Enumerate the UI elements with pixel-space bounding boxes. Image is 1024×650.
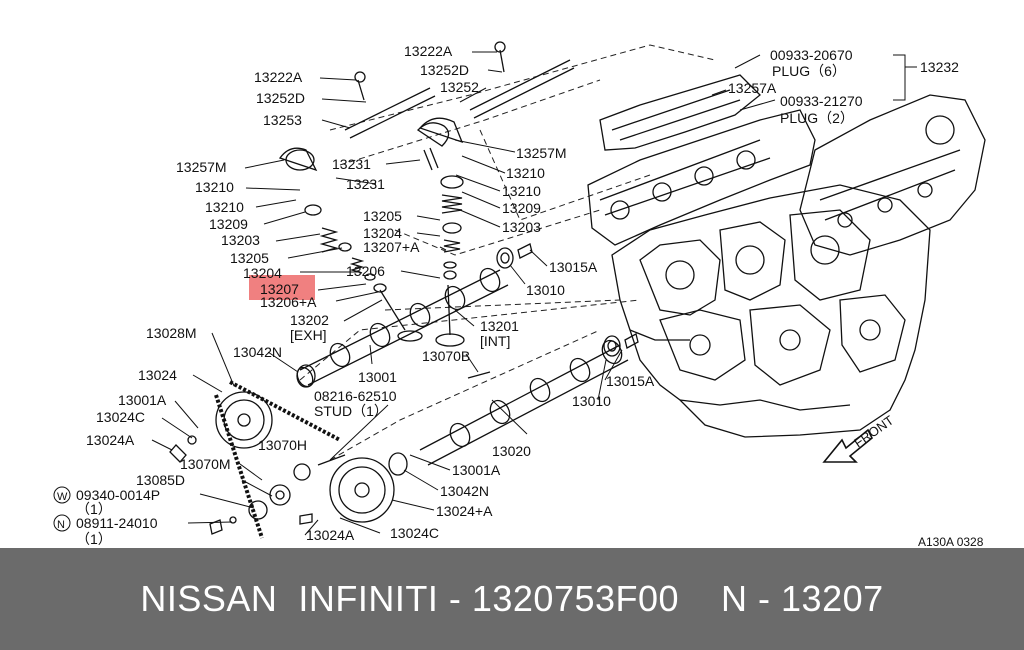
- callout-13257A: 13257A: [728, 80, 777, 96]
- part-number-banner: NISSAN INFINITI - 1320753F00 N - 13207: [0, 548, 1024, 650]
- leader-lines: [151, 51, 917, 536]
- callout-13210-r1: 13210: [506, 165, 545, 181]
- callout-nut-number: 08911-24010: [76, 515, 158, 531]
- callout-13204-r: 13204: [363, 225, 402, 241]
- callout-13070M: 13070M: [180, 456, 231, 472]
- callout-13222A-upper: 13222A: [404, 43, 453, 59]
- callout-13070H: 13070H: [258, 437, 307, 453]
- callout-13024C-lower: 13024C: [390, 525, 439, 541]
- callout-13020: 13020: [492, 443, 531, 459]
- callout-13222A-left: 13222A: [254, 69, 303, 85]
- assembly-guides: [299, 44, 716, 461]
- callout-13070B: 13070B: [422, 348, 470, 364]
- callout-nut-qty: （1）: [76, 531, 112, 547]
- engine-block: [611, 184, 931, 438]
- callout-stud-label: STUD（1）: [314, 403, 388, 419]
- callout-13202: 13202: [290, 312, 329, 328]
- callout-13001A-lower: 13001A: [452, 462, 501, 478]
- valve-spring-stack-right: [416, 122, 464, 280]
- callout-13252D-left: 13252D: [256, 90, 305, 106]
- banner-part-title: NISSAN INFINITI - 1320753F00: [140, 578, 680, 619]
- callout-13015A-upper: 13015A: [549, 259, 598, 275]
- callout-plug-label-1: PLUG（6）: [772, 63, 846, 79]
- callout-13205-r: 13205: [363, 208, 402, 224]
- washer-symbol: W: [57, 491, 68, 503]
- callout-13201: 13201: [480, 318, 519, 334]
- callout-int: [INT]: [480, 333, 510, 349]
- callout-13203-r: 13203: [502, 219, 541, 235]
- parts-diagram: FRONT 13222A 13252D 13252 13222A 13252D …: [53, 41, 986, 548]
- banner-part-code: N - 13207: [721, 578, 884, 619]
- callout-plug-number-2: 00933-21270: [780, 93, 863, 109]
- nut-symbol-icon: [53, 514, 71, 532]
- callout-stud-number: 08216-62510: [314, 388, 397, 404]
- callout-13252D-upper: 13252D: [420, 62, 469, 78]
- front-arrow-icon: [822, 428, 874, 463]
- cylinder-head-left: [587, 74, 816, 246]
- callout-13207A-r: 13207+A: [363, 239, 420, 255]
- callout-13206: 13206: [346, 263, 385, 279]
- callout-13024: 13024: [138, 367, 177, 383]
- callout-13205-l: 13205: [230, 250, 269, 266]
- callout-plug-label-2: PLUG（2）: [780, 110, 854, 126]
- seals: [296, 243, 639, 476]
- rocker-shafts: [278, 41, 575, 172]
- callout-13207: 13207: [260, 281, 299, 297]
- diagram-code: A130A 0328: [918, 535, 984, 548]
- callout-13010-upper: 13010: [526, 282, 565, 298]
- valve-spring-stack-left: [285, 149, 387, 293]
- callout-labels: 13222A 13252D 13252 13222A 13252D 13253 …: [53, 43, 984, 548]
- callout-13024A-plus: 13024+A: [436, 503, 493, 519]
- callout-13231-b: 13231: [346, 176, 385, 192]
- callout-13042N-upper: 13042N: [233, 344, 282, 360]
- callout-13210-l2: 13210: [205, 199, 244, 215]
- callout-13257M-left: 13257M: [176, 159, 227, 175]
- callout-13015A-lower: 13015A: [606, 373, 655, 389]
- callout-13210-l1: 13210: [195, 179, 234, 195]
- callout-13010-lower: 13010: [572, 393, 611, 409]
- callout-13024A-left: 13024A: [86, 432, 135, 448]
- callout-13206A: 13206+A: [260, 294, 317, 310]
- callout-13209-l: 13209: [209, 216, 248, 232]
- callout-washer-qty: （1）: [76, 501, 112, 517]
- callout-13085D: 13085D: [136, 472, 185, 488]
- callout-13209-r: 13209: [502, 200, 541, 216]
- callout-13001: 13001: [358, 369, 397, 385]
- callout-13257M-right: 13257M: [516, 145, 567, 161]
- callout-13231-a: 13231: [332, 156, 371, 172]
- valves: [379, 284, 465, 347]
- camshaft-intake: [419, 339, 629, 466]
- callout-plug-number-1: 00933-20670: [770, 47, 853, 63]
- callout-13253: 13253: [263, 112, 302, 128]
- callout-13024A-lower: 13024A: [306, 527, 355, 543]
- nut-symbol: N: [57, 519, 65, 531]
- timing-belt-assembly: [169, 371, 491, 539]
- callout-13252: 13252: [440, 79, 479, 95]
- callout-13024C-left: 13024C: [96, 409, 145, 425]
- callout-13232: 13232: [920, 59, 959, 75]
- camshaft-exhaust: [296, 267, 509, 388]
- front-label: FRONT: [851, 412, 896, 450]
- callout-13203-l: 13203: [221, 232, 260, 248]
- callout-13028M: 13028M: [146, 325, 197, 341]
- highlight-box: [249, 275, 315, 300]
- cylinder-head-right: [799, 94, 986, 256]
- callout-13210-r2: 13210: [502, 183, 541, 199]
- callout-washer-number: 09340-0014P: [76, 487, 160, 503]
- callout-13042N-lower: 13042N: [440, 483, 489, 499]
- washer-symbol-icon: [53, 486, 71, 504]
- callout-exh: [EXH]: [290, 327, 327, 343]
- callout-13204-l: 13204: [243, 265, 282, 281]
- callout-13001A-left: 13001A: [118, 392, 167, 408]
